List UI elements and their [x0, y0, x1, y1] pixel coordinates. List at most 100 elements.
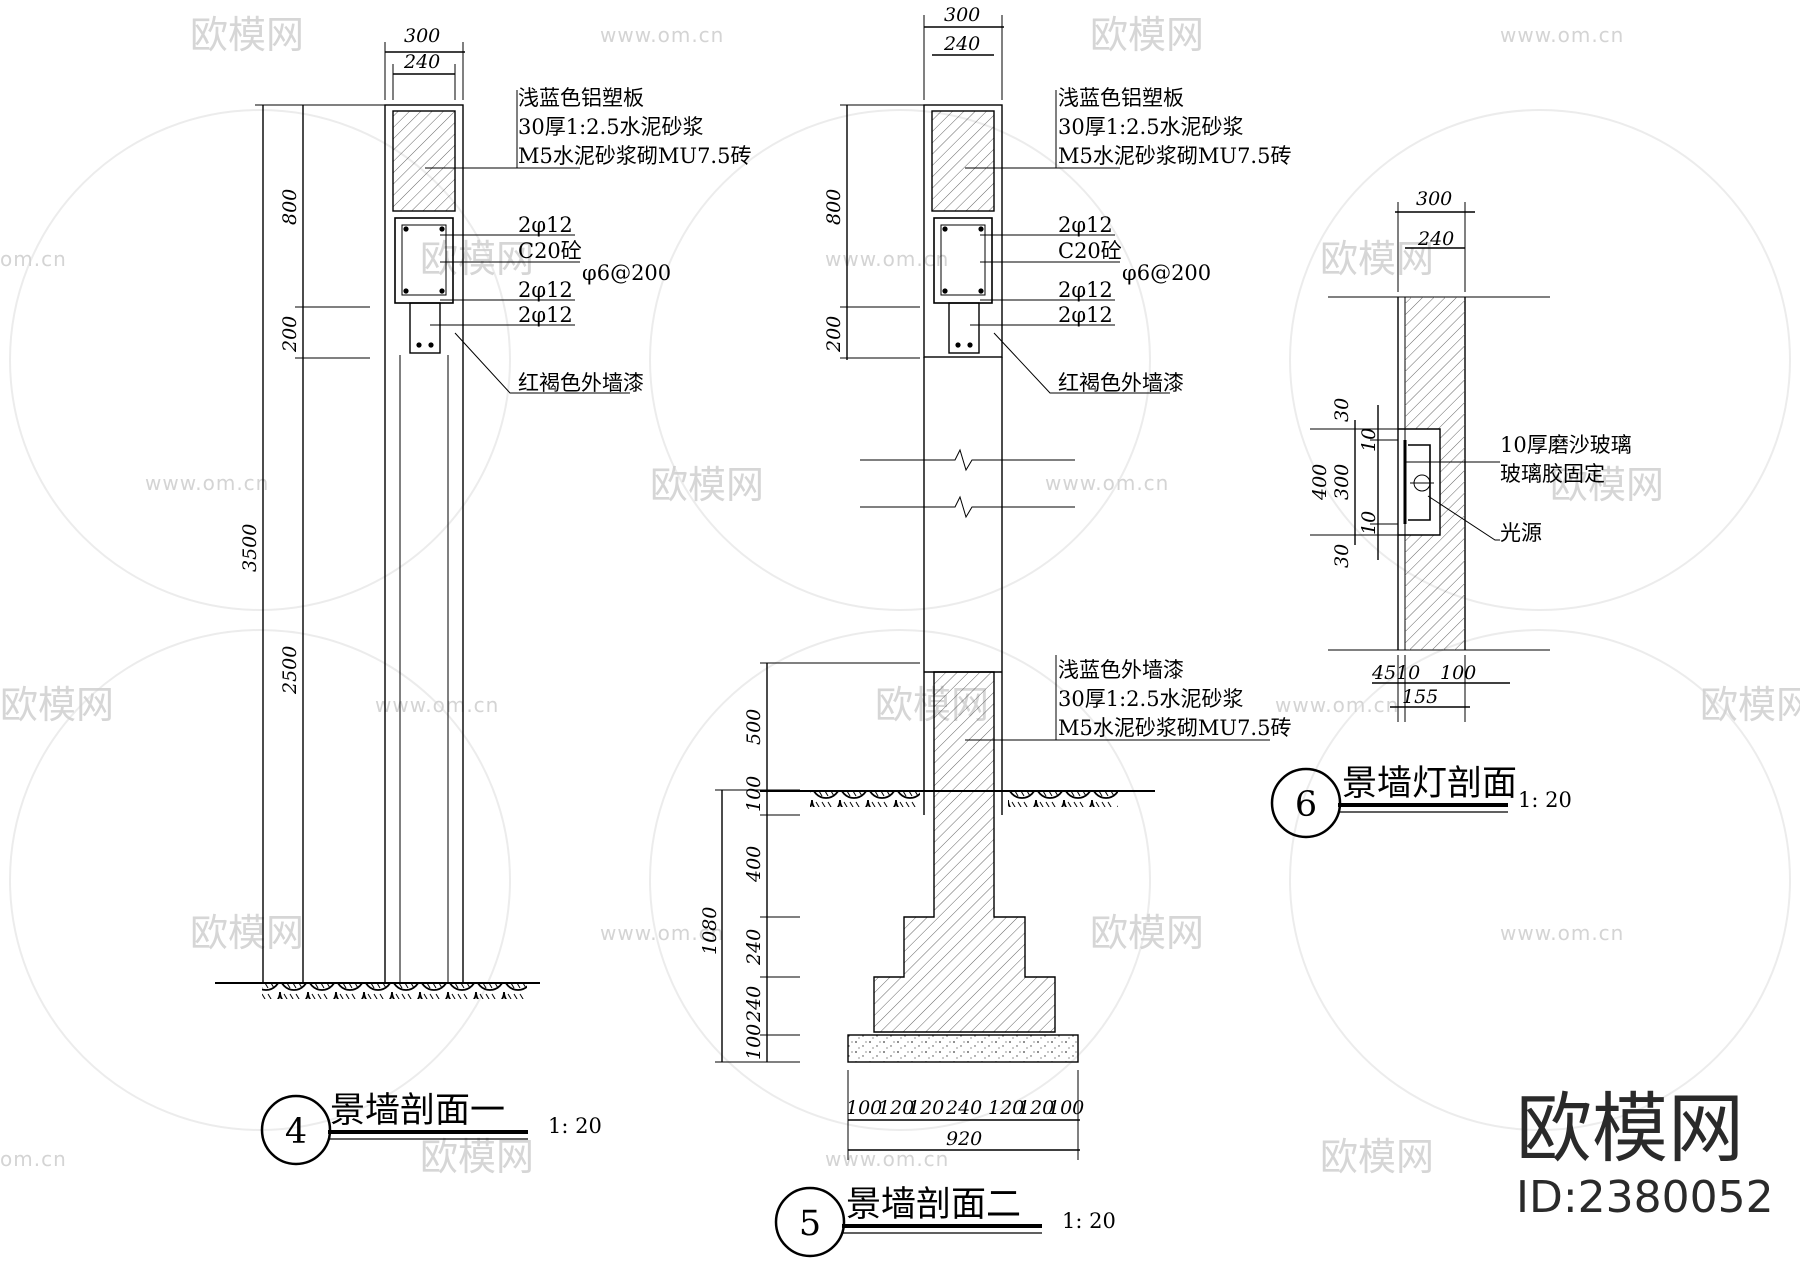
note-label: 浅蓝色铝塑板 — [1058, 86, 1184, 110]
watermark-brand: 欧模网 — [190, 13, 304, 57]
brand-logo: 欧模网 ID:2380052 — [1516, 1084, 1774, 1223]
note-label: 10厚磨沙玻璃 — [1500, 433, 1632, 457]
section-title: 景墙剖面一 — [330, 1091, 505, 1131]
dim-text: 500 — [743, 709, 765, 745]
brick-cap — [931, 110, 995, 212]
dim-text: 240 — [403, 51, 440, 73]
watermark-url-short: om.cn — [0, 247, 67, 271]
stirrup — [940, 224, 986, 296]
stirrup — [401, 224, 447, 296]
watermark-url: www.om.cn — [825, 247, 949, 271]
base-cushion — [847, 1034, 1079, 1063]
section-number: 5 — [799, 1204, 821, 1244]
wall-body — [384, 104, 464, 984]
watermark-layer: 欧模网 欧模网 欧模网 欧模网 欧模网 欧模网 欧模网 欧模网 欧模网 欧模网 … — [0, 13, 1800, 1179]
earth-hatch — [1008, 791, 1118, 807]
watermark-url: www.om.cn — [145, 471, 269, 495]
note-label: 玻璃胶固定 — [1500, 462, 1605, 486]
dim-text: 240 — [743, 929, 765, 966]
note-label: M5水泥砂浆砌MU7.5砖 — [1058, 716, 1291, 740]
watermark-brand: 欧模网 — [1320, 237, 1434, 281]
lamp-niche — [1398, 428, 1441, 536]
break-line — [860, 448, 1075, 472]
dim-text: 100 — [846, 1097, 882, 1119]
note-label: 浅蓝色外墙漆 — [1058, 658, 1184, 682]
section-scale: 1: 20 — [1518, 788, 1572, 812]
dim-text: 240 — [743, 986, 765, 1023]
note-label: M5水泥砂浆砌MU7.5砖 — [1058, 144, 1291, 168]
note-label: 红褐色外墙漆 — [518, 371, 644, 395]
section-4-text: 300 240 800 200 3500 2500 浅蓝色铝塑板 30厚1:2.… — [239, 25, 751, 1152]
section-scale: 1: 20 — [1062, 1209, 1116, 1233]
wall-hatch — [1405, 535, 1465, 650]
dim-text: 120 — [1018, 1097, 1054, 1119]
note-label: 2φ12 — [1058, 303, 1113, 327]
dim-text: 2500 — [279, 646, 301, 695]
watermark-url: www.om.cn — [375, 693, 499, 717]
dim-text: 300 — [404, 25, 440, 47]
dim-text: 30 — [1331, 398, 1353, 422]
watermark-url: www.om.cn — [1500, 921, 1624, 945]
watermark-url: www.om.cn — [600, 23, 724, 47]
section-5-text: 300 240 800 200 500 100 400 240 240 100 … — [699, 4, 1291, 1244]
note-label: φ6@200 — [582, 261, 671, 285]
earth-hatch — [810, 791, 920, 807]
dim-text: 800 — [823, 189, 845, 225]
note-label: 30厚1:2.5水泥砂浆 — [518, 115, 704, 139]
watermark-brand: 欧模网 — [1090, 911, 1204, 955]
dim-text: 100 — [743, 776, 765, 812]
dim-text: 300 — [1416, 188, 1452, 210]
section-4 — [215, 42, 630, 1166]
dim-text: 400 — [1309, 464, 1331, 501]
leader — [993, 332, 1170, 394]
watermark-brand: 欧模网 — [1550, 463, 1664, 507]
watermark-brand: 欧模网 — [420, 237, 534, 281]
watermark-brand: 欧模网 — [190, 911, 304, 955]
note-label: 浅蓝色铝塑板 — [518, 86, 644, 110]
dim-text: 45 — [1371, 662, 1396, 684]
section-number: 4 — [285, 1112, 307, 1152]
dim-text: 200 — [823, 316, 845, 353]
note-label: C20砼 — [518, 239, 582, 263]
section-5 — [715, 15, 1270, 1258]
beam-stub — [948, 302, 980, 354]
leader — [454, 332, 630, 394]
dim-text: 100 — [1048, 1097, 1084, 1119]
dim-text: 100 — [743, 1024, 765, 1060]
brick-cap — [392, 110, 456, 212]
dim-text: 10 — [1396, 662, 1420, 684]
dim-text: 300 — [1331, 464, 1353, 500]
dim-text: 10 — [1358, 511, 1380, 535]
beam-stub — [409, 302, 441, 354]
logo-brand-text: 欧模网 — [1516, 1084, 1744, 1173]
dim-text: 155 — [1402, 686, 1438, 708]
note-label: 2φ12 — [518, 278, 573, 302]
watermark-brand: 欧模网 — [650, 463, 764, 507]
watermark-url: www.om.cn — [600, 921, 724, 945]
wall-hatch — [1405, 297, 1465, 429]
wall-top — [923, 104, 1003, 358]
section-number: 6 — [1295, 785, 1317, 825]
dim-text: 400 — [743, 846, 765, 883]
section-title: 景墙灯剖面 — [1342, 764, 1517, 804]
note-label: 30厚1:2.5水泥砂浆 — [1058, 115, 1244, 139]
earth-hatch — [262, 983, 527, 999]
dim-text: 300 — [944, 4, 980, 26]
logo-id-text: ID:2380052 — [1516, 1172, 1774, 1223]
watermark-url: www.om.cn — [1045, 471, 1169, 495]
footing — [873, 671, 1056, 1033]
dim-text: 3500 — [239, 524, 261, 572]
note-label: 2φ12 — [1058, 213, 1113, 237]
watermark-url: www.om.cn — [825, 1147, 949, 1171]
section-6 — [1270, 202, 1550, 839]
watermark-url: www.om.cn — [1275, 693, 1399, 717]
note-label: M5水泥砂浆砌MU7.5砖 — [518, 144, 751, 168]
note-label: C20砼 — [1058, 239, 1122, 263]
section-6-text: 300 240 30 10 300 10 30 400 45 10 100 15… — [1295, 188, 1632, 825]
dim-text: 240 — [945, 1097, 982, 1119]
dim-text: 10 — [1358, 428, 1380, 452]
dim-text: 30 — [1331, 544, 1353, 568]
note-label: 2φ12 — [518, 303, 573, 327]
watermark-brand: 欧模网 — [1090, 13, 1204, 57]
